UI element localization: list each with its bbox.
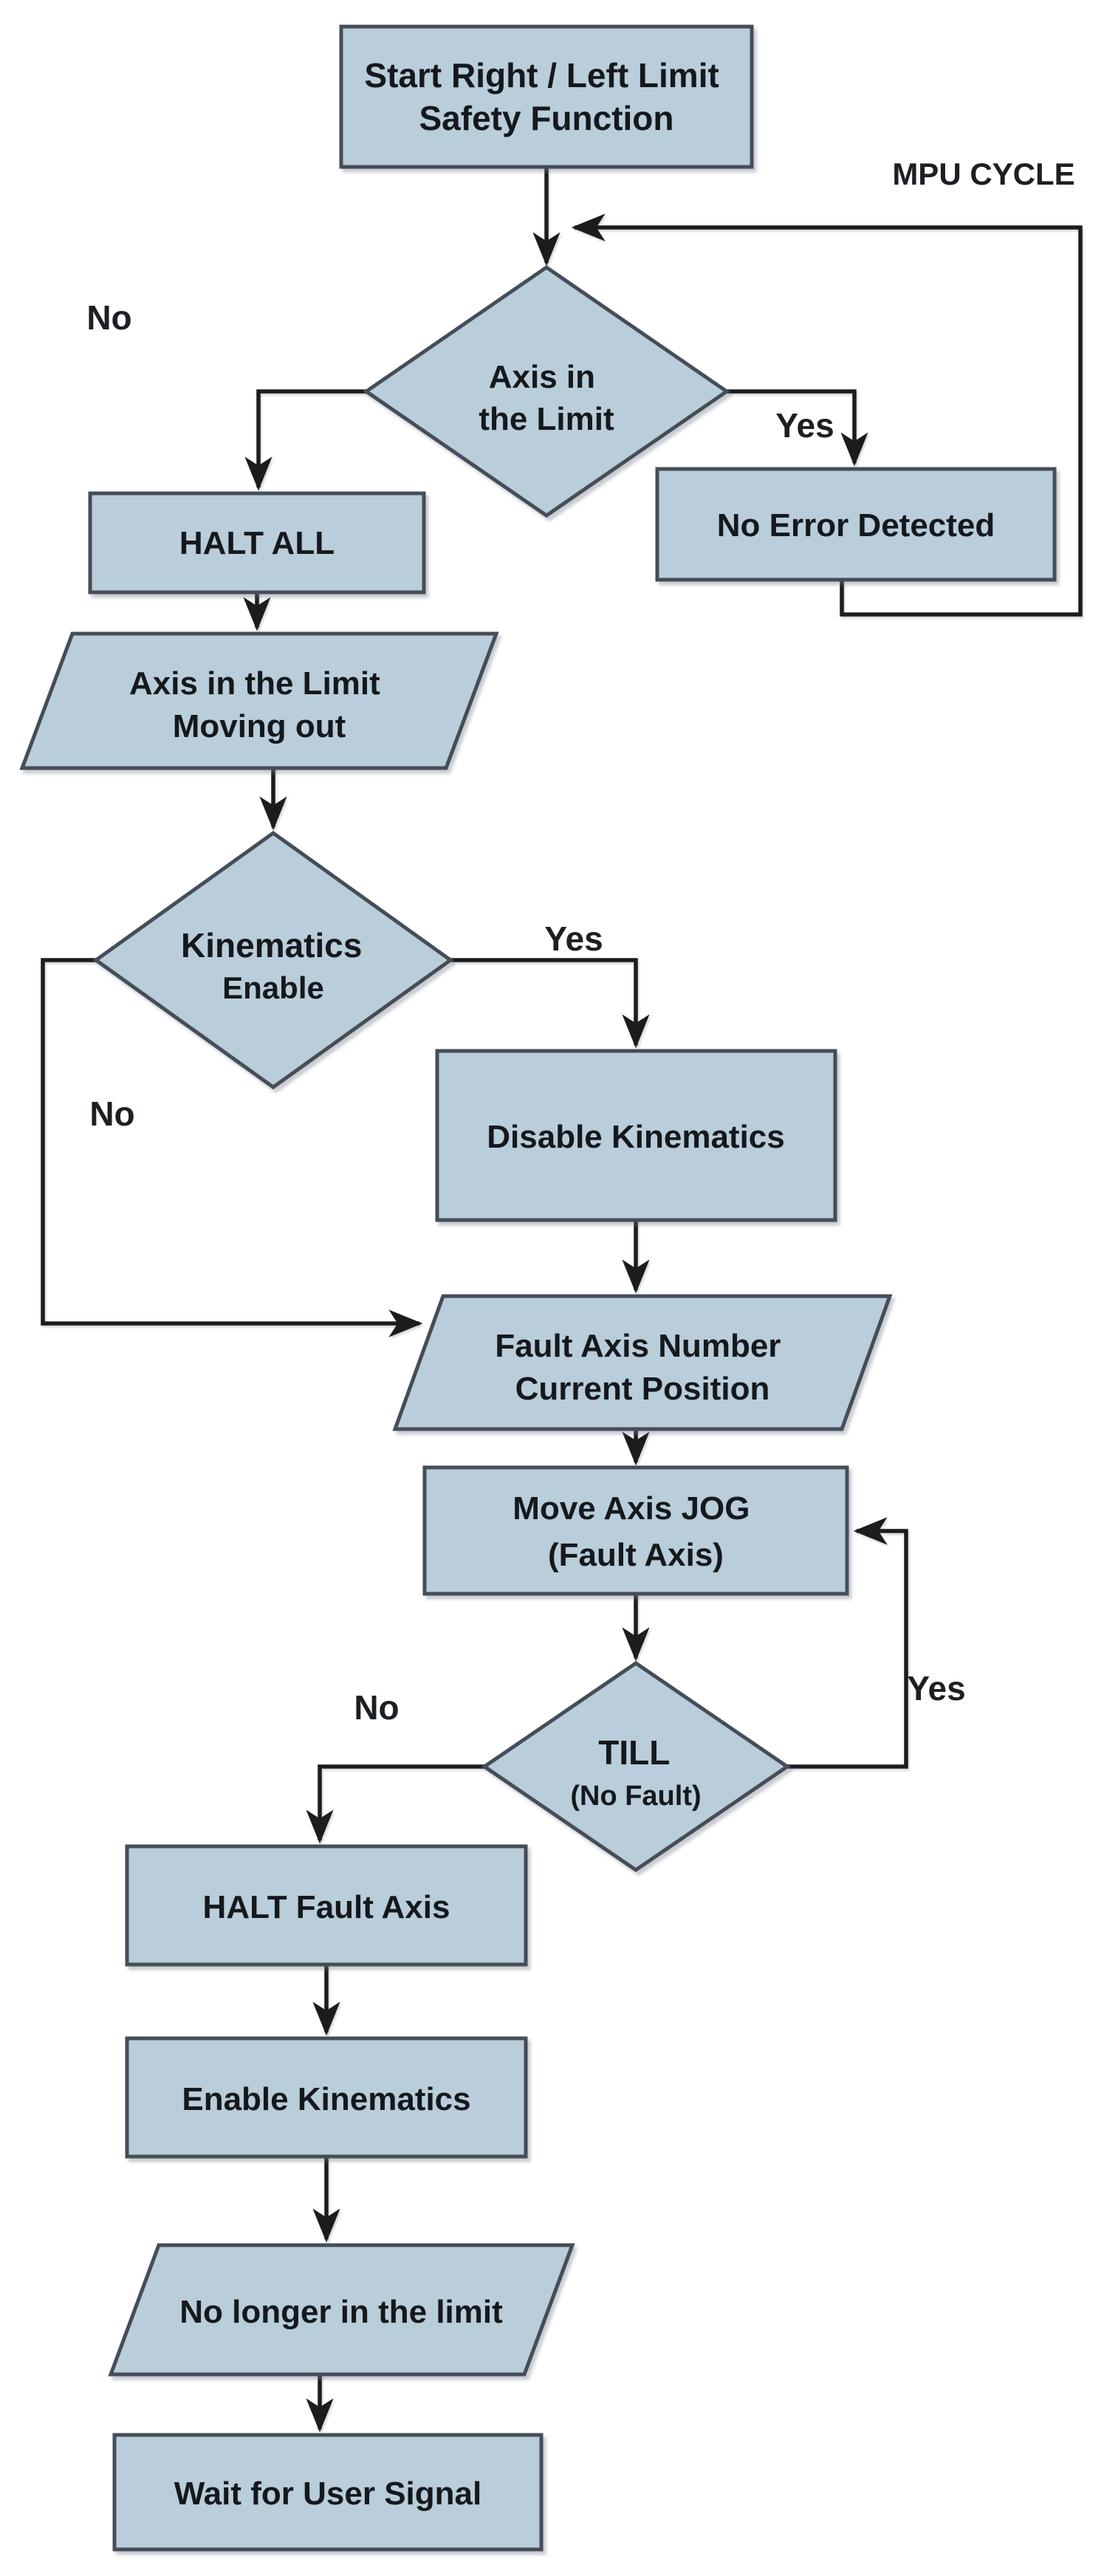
no-longer-in-limit-label: No longer in the limit [179, 2294, 503, 2330]
svg-text:Kinematics Enable: Kinematics Enable [181, 926, 366, 1005]
node-wait-for-user-signal: Wait for User Signal [112, 2433, 544, 2552]
axis-in-limit-line1: Axis in [489, 359, 595, 395]
moving-out-line2: Moving out [173, 708, 346, 744]
till-no-label: No [354, 1688, 399, 1727]
kinematics-enable-line1: Kinematics [181, 926, 362, 965]
kinematics-yes-label: Yes [544, 919, 603, 958]
fault-axis-line2: Current Position [515, 1371, 770, 1407]
edge-mpu-cycle-feedback-loop [571, 213, 1083, 617]
edge-labels-layer: MPU CYCLE No Yes Yes No No Yes [86, 157, 1074, 1727]
till-line1: TILL [598, 1733, 670, 1772]
halt-all-label: HALT ALL [179, 525, 335, 561]
edge-till-no-to-halt-fault [306, 1764, 484, 1844]
svg-text:TILL (No Fault): TILL (No Fault) [570, 1733, 701, 1812]
svg-text:Axis in the Limit: Axis in the Limit [479, 359, 614, 437]
edge-kinematics-no-to-fault-axis [41, 958, 423, 1337]
mpu-cycle-label: MPU CYCLE [892, 157, 1074, 191]
start-label-line1: Start Right / Left Limit [364, 56, 719, 95]
till-line2: (No Fault) [570, 1781, 701, 1812]
svg-text:Axis in the Limit Moving: Axis in the Limit Moving out [129, 665, 389, 744]
axis-in-limit-no-label: No [86, 298, 131, 337]
move-axis-jog-line2: (Fault Axis) [548, 1537, 724, 1573]
move-axis-jog-line1: Move Axis JOG [512, 1490, 750, 1527]
decision-till-no-fault: TILL (No Fault) [481, 1660, 791, 1873]
enable-kinematics-label: Enable Kinematics [182, 2081, 470, 2117]
node-disable-kinematics: Disable Kinematics [435, 1049, 837, 1222]
connectors-layer [41, 167, 1083, 2433]
io-no-longer-in-limit: No longer in the limit [108, 2243, 575, 2377]
axis-in-limit-yes-label: Yes [775, 406, 834, 445]
wait-user-signal-label: Wait for User Signal [174, 2476, 481, 2512]
node-move-axis-jog: Move Axis JOG (Fault Axis) [422, 1465, 849, 1596]
svg-text:Move Axis JOG (Fault Axi: Move Axis JOG (Fault Axis) [512, 1490, 758, 1573]
node-enable-kinematics: Enable Kinematics [125, 2036, 528, 2159]
no-error-label: No Error Detected [717, 507, 995, 544]
start-label-line2: Safety Function [419, 99, 673, 137]
node-halt-fault-axis: HALT Fault Axis [125, 1844, 528, 1967]
edge-till-yes-to-move-jog [787, 1517, 908, 1769]
disable-kinematics-label: Disable Kinematics [487, 1119, 785, 1155]
svg-text:Start Right / Left Limit: Start Right / Left Limit Safety Function [364, 56, 728, 137]
svg-text:Fault Axis Number Curren: Fault Axis Number Current Position [495, 1328, 789, 1407]
decision-kinematics-enable: Kinematics Enable [92, 830, 454, 1090]
till-yes-label: Yes [907, 1669, 965, 1707]
kinematics-enable-line2: Enable [222, 970, 324, 1005]
node-no-error-detected: No Error Detected [655, 467, 1057, 582]
node-halt-all: HALT ALL [88, 491, 426, 595]
edge-kinematics-yes-to-disable [450, 958, 650, 1049]
decision-axis-in-limit: Axis in the Limit [363, 264, 730, 518]
moving-out-line1: Axis in the Limit [129, 665, 380, 702]
kinematics-no-label: No [89, 1095, 134, 1133]
axis-in-limit-line2: the Limit [479, 401, 614, 437]
fault-axis-line1: Fault Axis Number [495, 1328, 781, 1364]
edge-no-to-halt-all [244, 389, 366, 491]
io-axis-in-limit-moving-out: Axis in the Limit Moving out [19, 631, 499, 770]
halt-fault-axis-label: HALT Fault Axis [203, 1889, 450, 1925]
io-fault-axis-current-position: Fault Axis Number Current Position [392, 1294, 893, 1431]
edge-yes-to-no-error [727, 389, 868, 467]
node-start: Start Right / Left Limit Safety Function [339, 24, 754, 169]
